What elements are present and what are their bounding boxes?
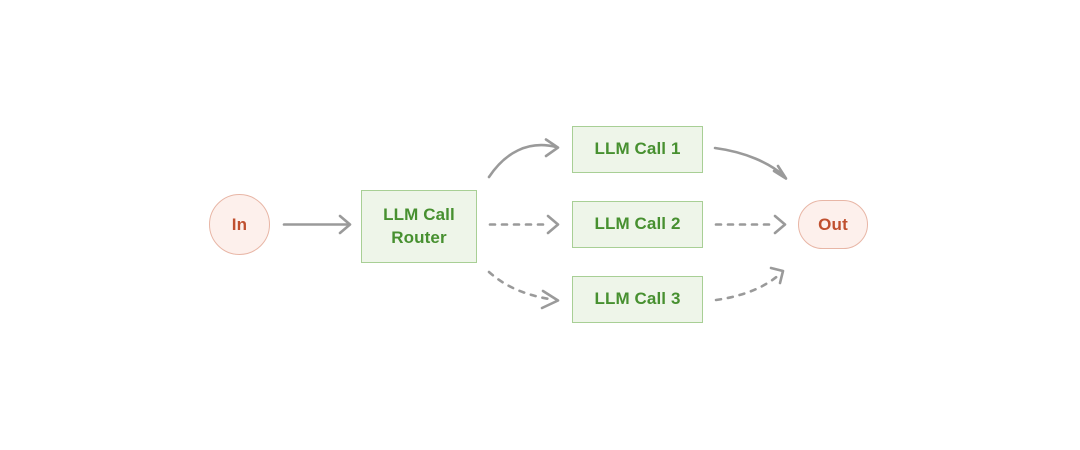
node-llm-call-3-label: LLM Call 3	[594, 289, 681, 309]
node-in-label: In	[231, 214, 248, 234]
node-llm-call-1-label: LLM Call 1	[594, 139, 681, 159]
edge-router-to-call-2	[488, 214, 560, 235]
edge-call-3-to-out	[714, 266, 785, 302]
edge-in-to-router	[282, 214, 352, 235]
edge-call-1-to-out	[713, 146, 788, 180]
node-llm-call-3[interactable]: LLM Call 3	[572, 276, 703, 323]
node-llm-call-router-label: LLM Call Router	[383, 204, 455, 247]
node-out[interactable]: Out	[798, 200, 868, 249]
node-llm-call-router[interactable]: LLM Call Router	[361, 190, 477, 263]
node-out-label: Out	[818, 214, 848, 234]
edge-call-2-to-out	[714, 214, 787, 235]
edge-router-to-call-3	[487, 270, 560, 310]
node-llm-call-2[interactable]: LLM Call 2	[572, 201, 703, 248]
node-llm-call-1[interactable]: LLM Call 1	[572, 126, 703, 173]
node-in[interactable]: In	[209, 194, 270, 255]
edge-router-to-call-1	[487, 138, 560, 179]
node-llm-call-2-label: LLM Call 2	[594, 214, 681, 234]
